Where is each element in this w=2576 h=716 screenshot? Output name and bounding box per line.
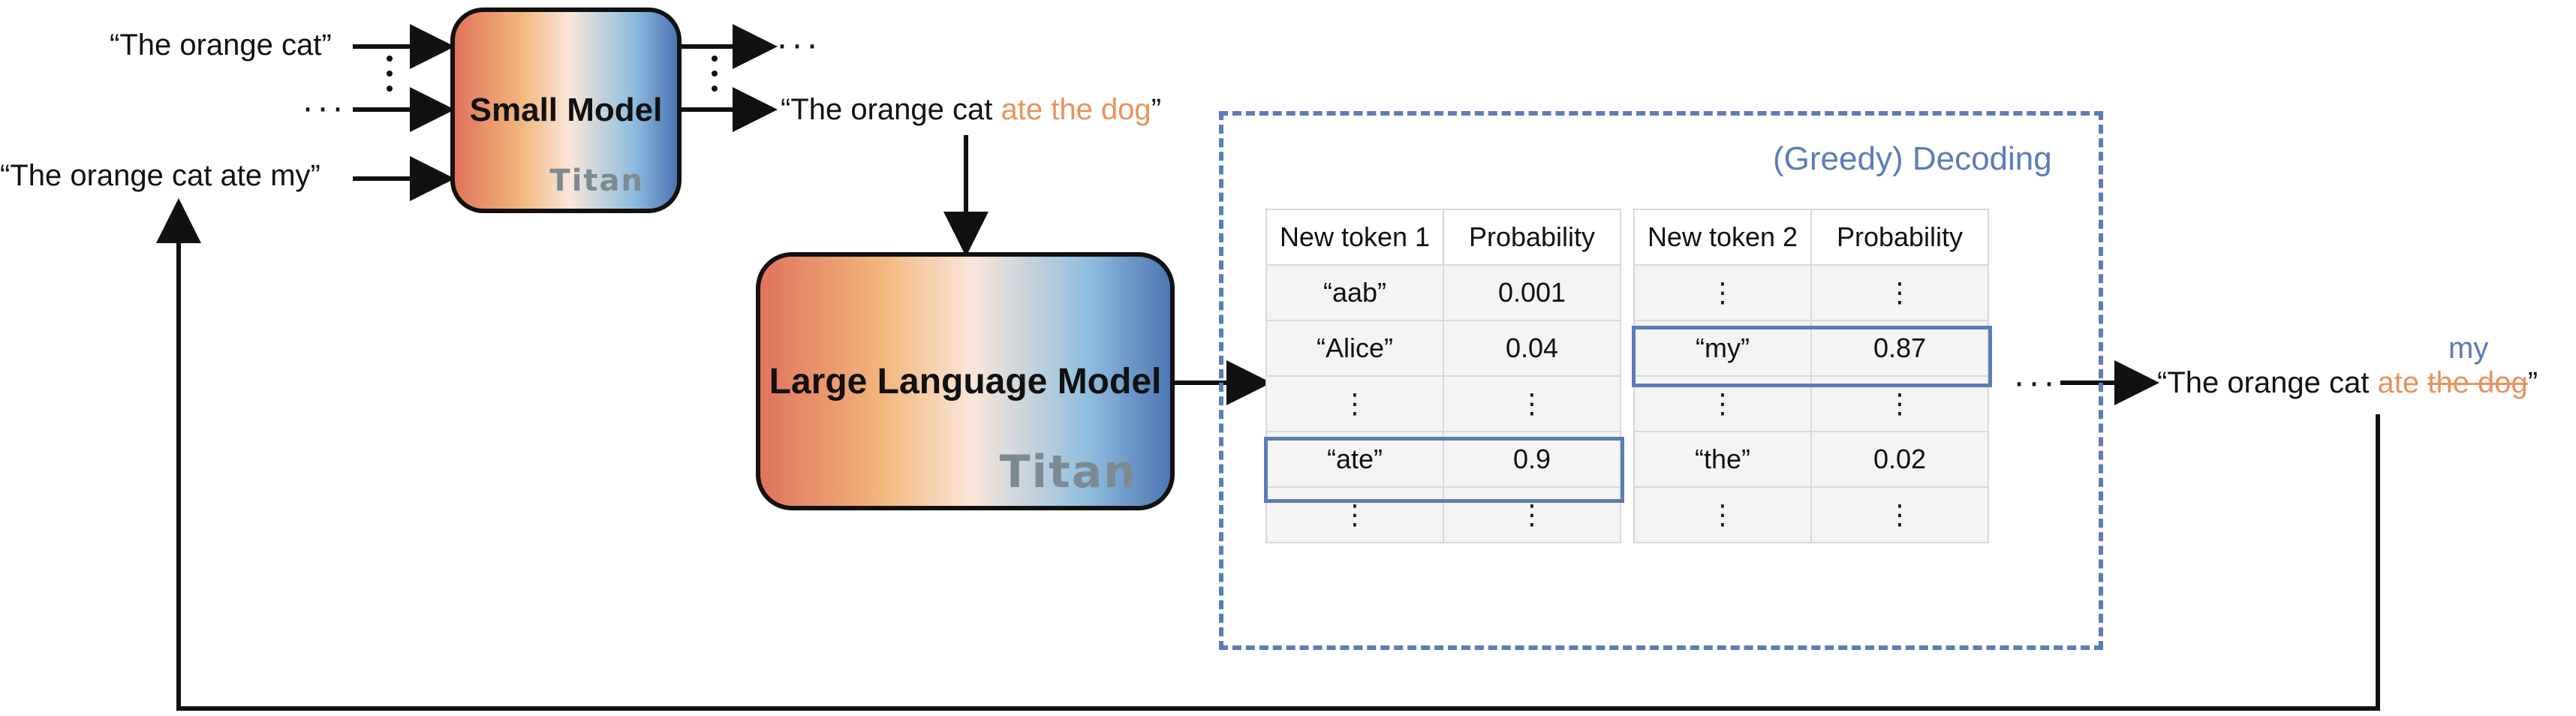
table2-header-probability: Probability	[1810, 209, 1989, 266]
small-model-box: Small Model Titan	[450, 8, 682, 213]
arrow-feedback-loop	[156, 198, 2380, 711]
table2-cell-token: ⋮	[1633, 486, 1812, 543]
large-model-label: Large Language Model	[769, 361, 1162, 402]
table1-cell-token: “aab”	[1265, 264, 1444, 321]
table1-header-probability: Probability	[1443, 209, 1621, 266]
table1-cell-token: ⋮	[1265, 486, 1444, 543]
table1-selected-row-highlight	[1264, 437, 1624, 503]
table1-cell-prob: ⋮	[1443, 486, 1621, 543]
rejected-tokens: the dog	[2427, 366, 2528, 399]
correction-token: my	[2448, 332, 2489, 365]
decoding-region	[1219, 111, 2103, 650]
large-language-model-box: Large Language Model Titan	[756, 252, 1175, 510]
table2-cell-prob: 0.02	[1810, 431, 1989, 488]
table1-cell-prob: ⋮	[1443, 375, 1621, 432]
table2-cell-prob: ⋮	[1810, 486, 1989, 543]
decoding-title: (Greedy) Decoding	[1773, 140, 2052, 177]
draft-sequence: “The orange cat ate the dog”	[781, 93, 1162, 126]
table1-cell-token: “Alice”	[1265, 320, 1444, 377]
table2-selected-row-highlight	[1632, 326, 1992, 387]
table2-cell-token: ⋮	[1633, 264, 1812, 321]
small-model-label: Small Model	[469, 92, 663, 128]
table1-cell-prob: 0.04	[1443, 320, 1621, 377]
table1-cell-token: ⋮	[1265, 375, 1444, 432]
table2-header-token: New token 2	[1633, 209, 1812, 266]
input-prompt-top: “The orange cat”	[110, 29, 332, 62]
small-model-brand-logo: Titan	[549, 164, 644, 198]
table1-cell-prob: 0.001	[1443, 264, 1621, 321]
input-prompt-bottom: “The orange cat ate my”	[0, 159, 320, 192]
table2-cell-token: “the”	[1633, 431, 1812, 488]
decoding-continuation-ellipsis: ···	[2013, 363, 2058, 402]
large-model-brand-logo: Titan	[999, 446, 1137, 498]
input-prompt-more: ···	[302, 88, 347, 128]
accepted-token: ate	[2377, 366, 2420, 399]
table1-header-token: New token 1	[1265, 209, 1444, 266]
small-model-more-outputs: ···	[776, 25, 821, 65]
verified-sequence: “The orange cat ate the dog”	[2157, 366, 2538, 399]
table2-cell-prob: ⋮	[1810, 264, 1989, 321]
draft-proposed-tokens: ate the dog	[1001, 93, 1151, 126]
